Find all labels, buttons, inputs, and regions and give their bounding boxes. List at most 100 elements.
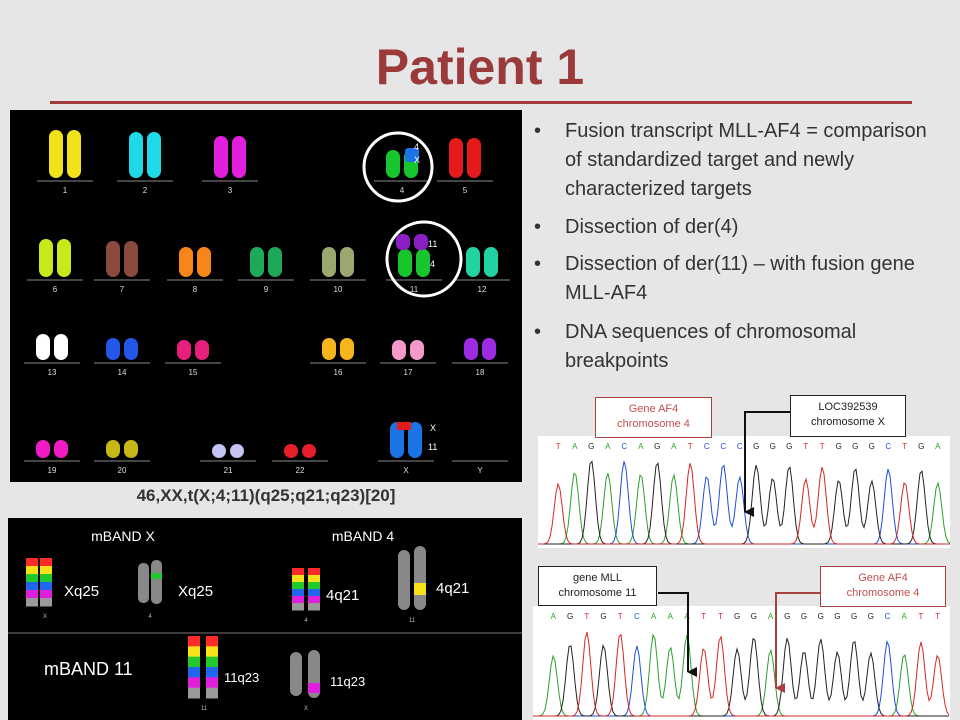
chromosome-pair-4: 4 [374,150,430,195]
chromosome [230,444,244,458]
bullet-item: • Dissection of der(11) – with fusion ge… [534,250,944,308]
bullet-text: Dissection of der(11) – with fusion gene… [565,253,915,304]
band [206,636,218,647]
chromosome-label: 19 [48,466,57,475]
chromosome [57,239,71,277]
mband-11-pair-1 [188,636,218,699]
chromosome-label: 7 [120,285,125,294]
label-11q23: 11q23 [224,670,259,685]
chromosome [54,440,68,458]
chromosome-label: 2 [143,186,148,195]
chromosome-label: 6 [53,285,58,294]
base-call: C [885,442,891,451]
chromosome-pair-9: 9 [238,247,294,294]
band [292,568,304,576]
base-call: G [784,612,790,621]
base-call: C [885,612,891,621]
derx-annotation: X [430,423,436,433]
bullet-text: Dissection of der(4) [565,216,739,238]
callout-line: gene MLL [573,572,622,584]
der11-annotation: 11 [428,239,437,249]
mband-x-pair-1 [26,558,52,607]
chromosome-label: 20 [118,466,127,475]
band [188,646,200,658]
base-call: G [770,442,776,451]
band [206,667,218,678]
mband-x-title: mBAND X [91,528,155,544]
band [40,574,52,583]
chromosome-pair-22: 22 [272,444,328,475]
base-call: T [918,612,923,621]
bullet-item: • Dissection of der(4) [534,213,944,242]
chromosome [416,249,430,277]
mband-11-title: mBAND 11 [44,659,133,679]
band [292,603,304,611]
chromosome-pair-X: X [378,422,434,475]
base-call: T [803,442,808,451]
callout-line: LOC392539 [818,401,878,413]
base-call: A [605,442,611,451]
chromosome [124,440,138,458]
chromosome [484,247,498,277]
base-call: A [902,612,908,621]
band [40,558,52,567]
der4-x-segment [405,148,419,162]
chromosome-pair-13: 13 [24,334,80,377]
base-call: C [720,442,726,451]
bullet-text: DNA sequences of chromosomal breakpoints [565,321,857,372]
chromosome [214,136,228,178]
derx-annotation: 11 [428,442,437,452]
chromosome [414,546,426,610]
label-4q21: 4q21 [436,580,469,597]
chromosome-label: 10 [334,285,343,294]
chromosome [138,563,149,603]
chromosome [124,338,138,360]
mband-4-pair-2 [398,546,426,610]
band [40,598,52,607]
mband-x-pair-2 [138,560,162,604]
band [308,582,320,590]
callout-line: chromosome 4 [617,418,690,430]
chromosome [36,440,50,458]
chromosome-label: 9 [264,285,269,294]
base-call: C [621,442,627,451]
base-call: G [918,442,924,451]
band [308,683,320,693]
chromosome [36,334,50,360]
band [188,636,200,647]
der11-segment [396,234,410,250]
chromosome-label: 3 [228,186,233,195]
chromosome [232,136,246,178]
band [292,575,304,583]
base-call: A [684,612,690,621]
band [308,603,320,611]
band [206,687,218,699]
der4-annotation: 4 [414,142,419,152]
band [292,596,304,604]
chromosome-pair-1: 1 [37,130,93,195]
chromosome [54,334,68,360]
base-call: A [671,442,677,451]
chromosome-pair-15: 15 [165,340,221,377]
callout-gene-af4-bottom: Gene AF4 chromosome 4 [820,566,946,607]
base-call: G [734,612,740,621]
chromosome-pair-21: 21 [200,444,256,475]
label-xq25: Xq25 [64,583,99,600]
bullet-dot: • [534,216,542,238]
base-call: T [556,442,561,451]
chromosome [464,338,478,360]
base-call: G [588,442,594,451]
band [414,583,426,595]
callout-line: chromosome 11 [558,587,637,599]
base-call: G [852,442,858,451]
chromosome [268,247,282,277]
chromosome [290,652,302,696]
chromosome [250,247,264,277]
chromosome [106,338,120,360]
base-call: A [935,442,941,451]
chromosome [212,444,226,458]
